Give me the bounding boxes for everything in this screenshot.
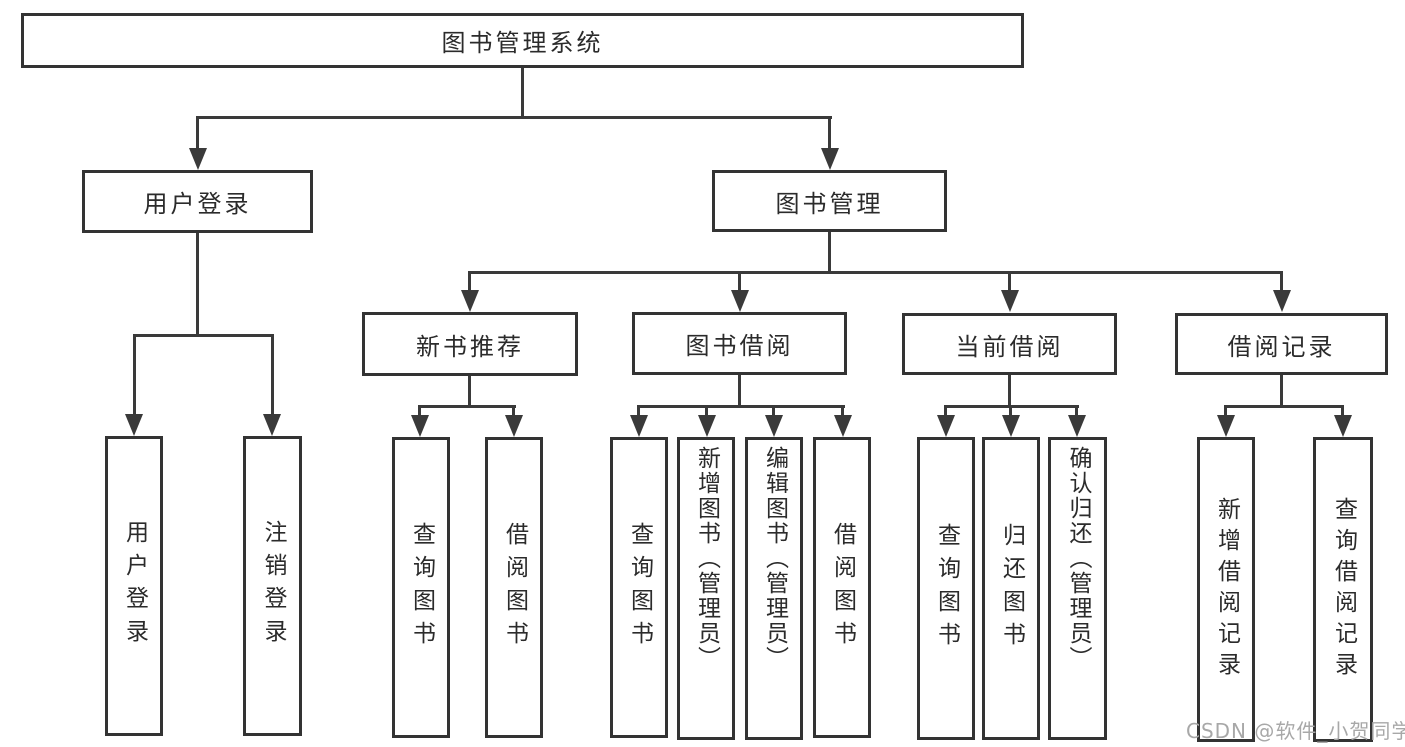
connector-user-login-stem [196,233,199,336]
arrow-down-icon [765,415,783,437]
connector-drop-book-borrow [738,271,741,292]
connector-drop-borrow-records [1280,271,1283,292]
node-borrow-records: 借阅记录 [1175,313,1388,375]
connector-drop-nb-query [418,405,421,417]
node-login-label: 用户登录 [121,520,148,652]
node-cb-query-books: 查询图书 [917,437,975,740]
node-borrow-records-label: 借阅记录 [1227,332,1336,361]
connector-book-management-stem [828,232,831,274]
arrow-down-icon [505,415,523,437]
arrow-down-icon [263,414,281,436]
node-bb-query-books-label: 查询图书 [626,521,653,654]
node-br-add-record-label: 新增借阅记录 [1213,496,1240,683]
connector-drop-nb-borrow [512,405,515,417]
node-br-query-record-label: 查询借阅记录 [1330,496,1357,683]
connector-drop-bb-edit [772,405,775,417]
node-root-label: 图书管理系统 [441,29,604,57]
node-root: 图书管理系统 [21,13,1024,68]
node-new-book-recommend-label: 新书推荐 [416,332,524,361]
arrow-down-icon [189,148,207,170]
node-bb-edit-books-label: 编辑图书（管理员） [761,446,788,671]
connector-borrow-records-split [1224,405,1344,408]
node-bb-add-books: 新增图书（管理员） [677,437,735,740]
node-bb-add-books-label: 新增图书（管理员） [693,446,720,671]
node-cb-return-books-label: 归还图书 [998,522,1025,655]
connector-drop-br-add [1224,405,1227,417]
connector-drop-cb-query [944,405,947,417]
node-user-login-label: 用户登录 [143,190,252,218]
node-br-query-record: 查询借阅记录 [1313,437,1373,742]
node-user-login: 用户登录 [82,170,313,233]
arrow-down-icon [731,290,749,312]
node-bb-edit-books: 编辑图书（管理员） [745,437,803,740]
node-cb-confirm-return-label: 确认归还（管理员） [1065,446,1091,671]
watermark-text: CSDN @软件_小贺同学 [1186,719,1405,743]
connector-drop-book-management [828,116,831,150]
connector-drop-cb-return [1009,405,1012,417]
arrow-down-icon [698,415,716,437]
node-logout-label: 注销登录 [260,520,286,652]
node-book-borrow: 图书借阅 [632,312,847,375]
connector-user-login-split [133,334,274,337]
node-nb-query-books: 查询图书 [392,437,450,738]
node-new-book-recommend: 新书推荐 [362,312,578,376]
arrow-down-icon [1002,415,1020,437]
connector-drop-user-login [196,116,199,150]
node-bb-query-books: 查询图书 [610,437,668,738]
connector-drop-cb-confirm [1075,405,1078,417]
node-logout: 注销登录 [243,436,302,736]
arrow-down-icon [411,415,429,437]
connector-drop-current-borrow [1008,271,1011,292]
node-current-borrow-label: 当前借阅 [955,332,1064,361]
node-br-add-record: 新增借阅记录 [1197,437,1255,742]
connector-book-management-split [468,271,1283,274]
arrow-down-icon [1068,415,1086,437]
node-book-borrow-label: 图书借阅 [685,332,794,360]
arrow-down-icon [937,415,955,437]
node-cb-return-books: 归还图书 [982,437,1040,740]
arrow-down-icon [1273,290,1291,312]
connector-drop-br-query [1341,405,1344,417]
connector-drop-new-book-recommend [468,271,471,292]
arrow-down-icon [834,415,852,437]
connector-root-split [196,116,832,119]
connector-drop-logout [271,334,274,416]
arrow-down-icon [1217,415,1235,437]
arrow-down-icon [1001,290,1019,312]
node-book-management-label: 图书管理 [775,189,884,218]
connector-book-borrow-stem [738,375,741,407]
node-cb-query-books-label: 查询图书 [933,522,960,655]
connector-drop-bb-query [637,405,640,417]
connector-current-borrow-stem [1008,375,1011,407]
node-book-management: 图书管理 [712,170,947,232]
arrow-down-icon [821,148,839,170]
connector-borrow-records-stem [1280,375,1283,407]
node-cb-confirm-return: 确认归还（管理员） [1048,437,1107,740]
connector-new-book-recommend-split [418,405,516,408]
arrow-down-icon [461,290,479,312]
node-current-borrow: 当前借阅 [902,313,1117,375]
node-nb-borrow-books-label: 借阅图书 [501,521,528,654]
connector-root-stem [521,68,524,118]
arrow-down-icon [1334,415,1352,437]
node-nb-query-books-label: 查询图书 [408,521,435,654]
connector-new-book-recommend-stem [468,376,471,407]
connector-drop-bb-add [705,405,708,417]
node-nb-borrow-books: 借阅图书 [485,437,543,738]
arrow-down-icon [630,415,648,437]
node-bb-borrow-books: 借阅图书 [813,437,871,738]
node-login: 用户登录 [105,436,163,736]
node-bb-borrow-books-label: 借阅图书 [829,521,856,654]
connector-book-borrow-split [637,405,845,408]
connector-drop-bb-borrow [841,405,844,417]
arrow-down-icon [125,414,143,436]
connector-drop-login [133,334,136,416]
